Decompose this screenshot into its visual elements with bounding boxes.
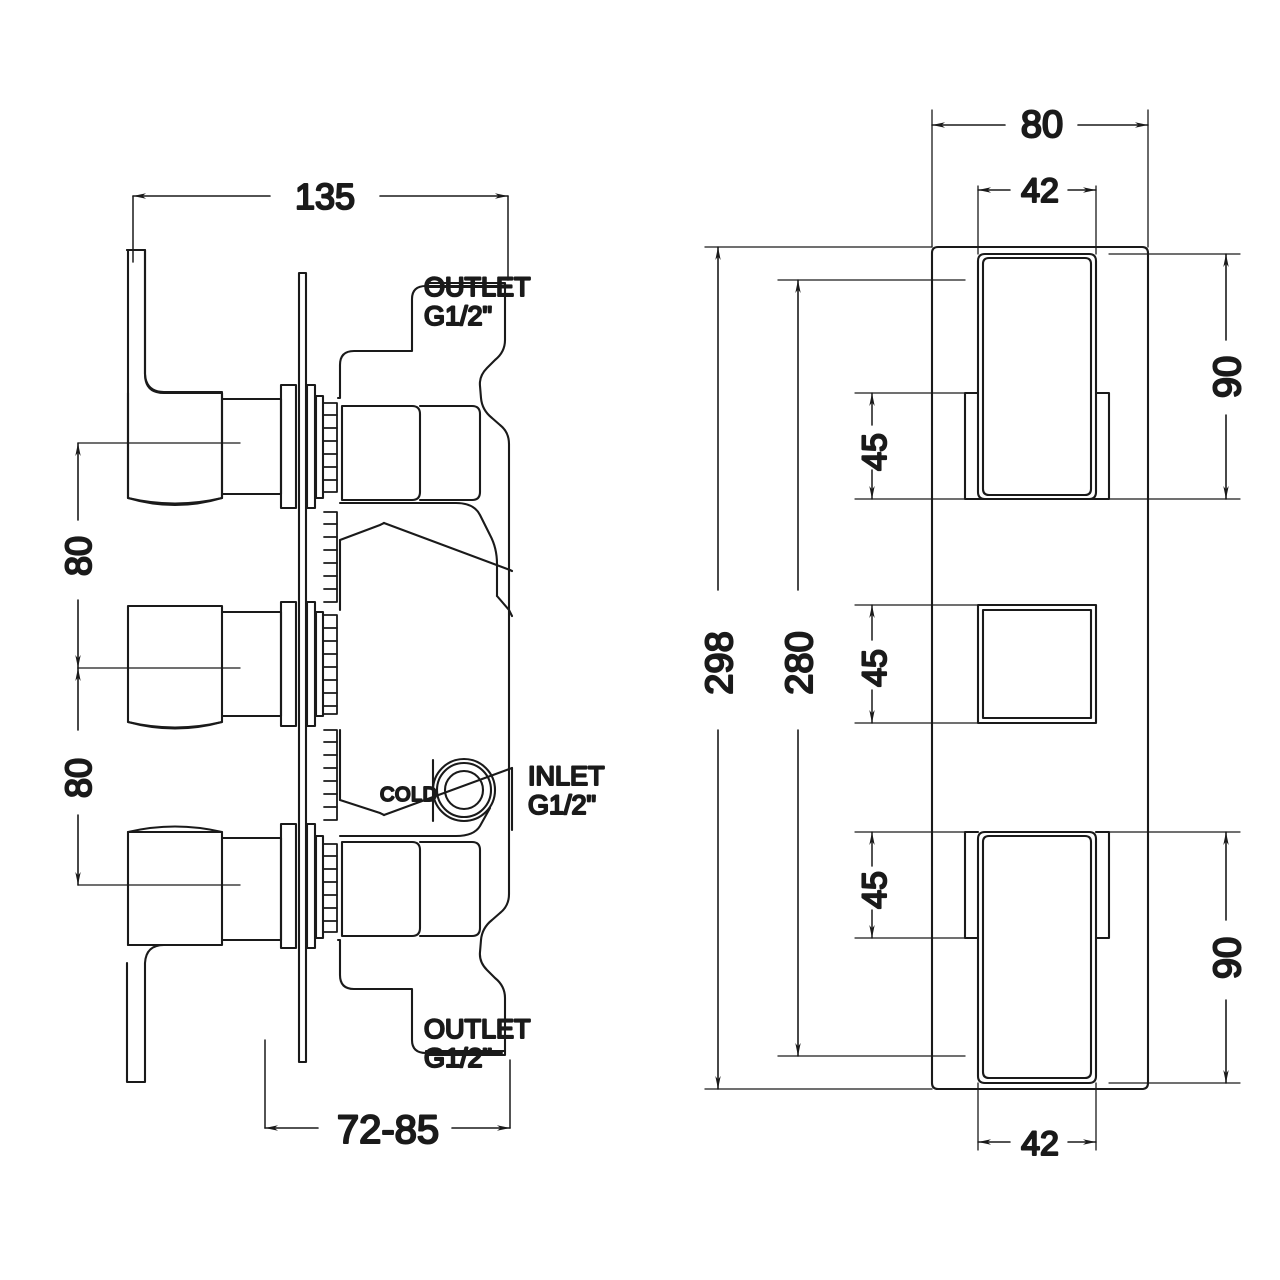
front-elevation-dimensions: 80 42 42 298: [698, 103, 1250, 1164]
dim-label-42-bottom: 42: [1021, 1125, 1059, 1163]
label-inlet-line2: G1/2": [528, 790, 596, 820]
valve-body-side: [336, 281, 514, 1057]
dim-handle-height-bottom: 90: [1108, 831, 1250, 1084]
dim-label-72-85: 72-85: [337, 1108, 439, 1152]
dim-label-80-lower: 80: [58, 758, 99, 798]
dim-handle-spacing-lower: 80: [57, 667, 241, 886]
side-elevation-labels: OUTLET G1/2" OUTLET G1/2" INLET G1/2" CO…: [379, 271, 606, 1074]
spindle-collars: [305, 383, 325, 950]
wall-plate-side: [297, 271, 308, 1064]
handle-top-side: [125, 248, 298, 510]
dim-handle-width-bottom: 42: [977, 1082, 1097, 1164]
dim-plate-width: 80: [931, 103, 1149, 248]
handle-middle-front: [976, 603, 1098, 725]
dim-handle-height-top: 90: [1108, 253, 1250, 500]
side-elevation-geometry: [125, 248, 514, 1084]
dim-label-45-middle: 45: [856, 649, 894, 687]
dim-plate-height: 298: [698, 246, 933, 1090]
label-inlet-line1: INLET: [528, 761, 605, 791]
dim-label-42-top: 42: [1021, 172, 1059, 210]
dim-overall-depth: 135: [132, 175, 509, 281]
dim-label-80-upper: 80: [58, 536, 99, 576]
dim-label-45-bottom: 45: [856, 871, 894, 909]
label-outlet-top-line1: OUTLET: [424, 272, 531, 302]
side-elevation-dimensions: 135 80 80 72-85: [57, 175, 511, 1153]
handle-middle-side: [126, 600, 298, 730]
dim-label-45-top: 45: [856, 433, 894, 471]
handle-bottom-side: [125, 822, 298, 1084]
dim-spacing-top: 45: [854, 392, 966, 500]
dim-label-280: 280: [779, 631, 821, 694]
threaded-bosses: [323, 402, 338, 933]
dim-label-135: 135: [295, 176, 355, 217]
dim-label-90-top: 90: [1207, 356, 1249, 398]
dim-spacing-middle: 45: [854, 604, 979, 724]
label-outlet-bottom-line2: G1/2": [424, 1043, 492, 1073]
label-outlet-bottom-line1: OUTLET: [424, 1014, 531, 1044]
dim-recess-depth: 72-85: [264, 1039, 511, 1153]
front-elevation-geometry: [930, 245, 1150, 1091]
dim-label-298: 298: [699, 631, 741, 694]
handle-top-front: [963, 252, 1111, 501]
label-cold-port: COLD: [380, 784, 438, 806]
dim-spacing-bottom: 45: [854, 831, 966, 939]
handle-bottom-front: [963, 830, 1111, 1085]
dim-handle-spacing-upper: 80: [57, 442, 241, 669]
dim-label-80-width: 80: [1021, 104, 1063, 146]
dim-label-90-bottom: 90: [1207, 937, 1249, 979]
label-outlet-top-line2: G1/2": [424, 301, 492, 331]
dim-handle-width-top: 42: [977, 171, 1097, 255]
dim-body-height: 280: [777, 279, 966, 1057]
